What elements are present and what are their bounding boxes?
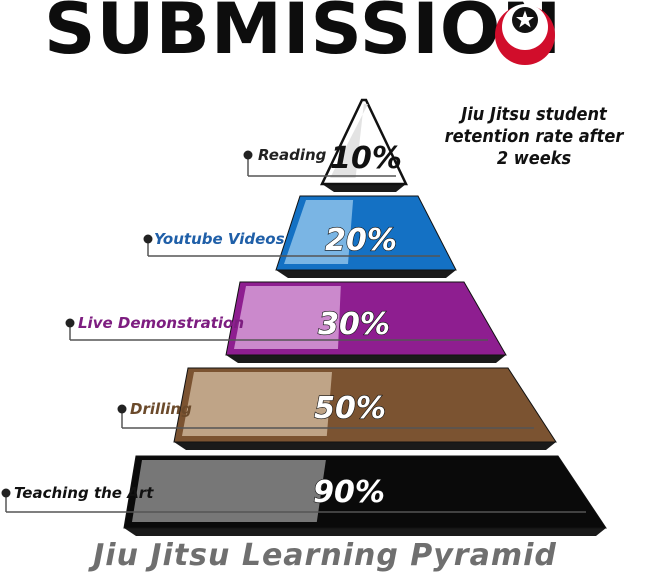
- tier-shadow: [226, 355, 506, 363]
- tier-shadow: [322, 184, 406, 192]
- note-line: Jiu Jitsu student: [461, 104, 607, 125]
- tier-shadow: [174, 442, 556, 450]
- tier-percentage: 30%: [318, 307, 390, 342]
- label-bullet-icon: [143, 234, 153, 244]
- tier-highlight: [182, 372, 332, 436]
- note-line: retention rate after: [444, 126, 624, 147]
- retention-note: Jiu Jitsu student retention rate after 2…: [436, 104, 632, 170]
- pyramid-tier: 30% Live Demonstration: [65, 281, 507, 363]
- pyramid-tier: 10%Reading: [243, 98, 408, 192]
- pyramid-tier: 20% Youtube Videos: [143, 195, 457, 278]
- brand-title: SUBMISSION: [44, 0, 562, 64]
- tier-highlight: [330, 104, 368, 178]
- tier-label: Live Demonstration: [78, 314, 244, 332]
- tier-shadow: [276, 270, 456, 278]
- label-bullet-icon: [1, 488, 11, 498]
- tier-shadow: [124, 528, 606, 536]
- tier-highlight: [234, 286, 341, 349]
- tier-label: Drilling: [130, 400, 192, 418]
- tier-highlight: [284, 200, 354, 264]
- learning-pyramid: 10%Reading 20% Youtube Videos 30% Live Demon…: [1, 98, 607, 536]
- pyramid-caption: Jiu Jitsu Learning Pyramid: [93, 538, 557, 573]
- pyramid-tier: 90% Teaching the Art: [1, 455, 607, 536]
- tier-highlight: [132, 460, 326, 522]
- tier-percentage: 10%: [330, 141, 402, 176]
- tier-label: Reading: [258, 146, 327, 164]
- tier-label: Teaching the Art: [14, 484, 154, 502]
- pyramid-tier: 50% Drilling: [117, 367, 557, 450]
- tier-percentage: 90%: [313, 475, 385, 510]
- tier-percentage: 20%: [325, 223, 397, 258]
- label-bullet-icon: [243, 150, 253, 160]
- note-line: 2 weeks: [496, 148, 572, 169]
- brand-text: SUBMISSION: [44, 0, 563, 70]
- logo-icon: [495, 4, 555, 65]
- label-bullet-icon: [65, 318, 75, 328]
- tier-label: Youtube Videos: [154, 230, 285, 248]
- tier-percentage: 50%: [314, 391, 386, 426]
- label-bullet-icon: [117, 404, 127, 414]
